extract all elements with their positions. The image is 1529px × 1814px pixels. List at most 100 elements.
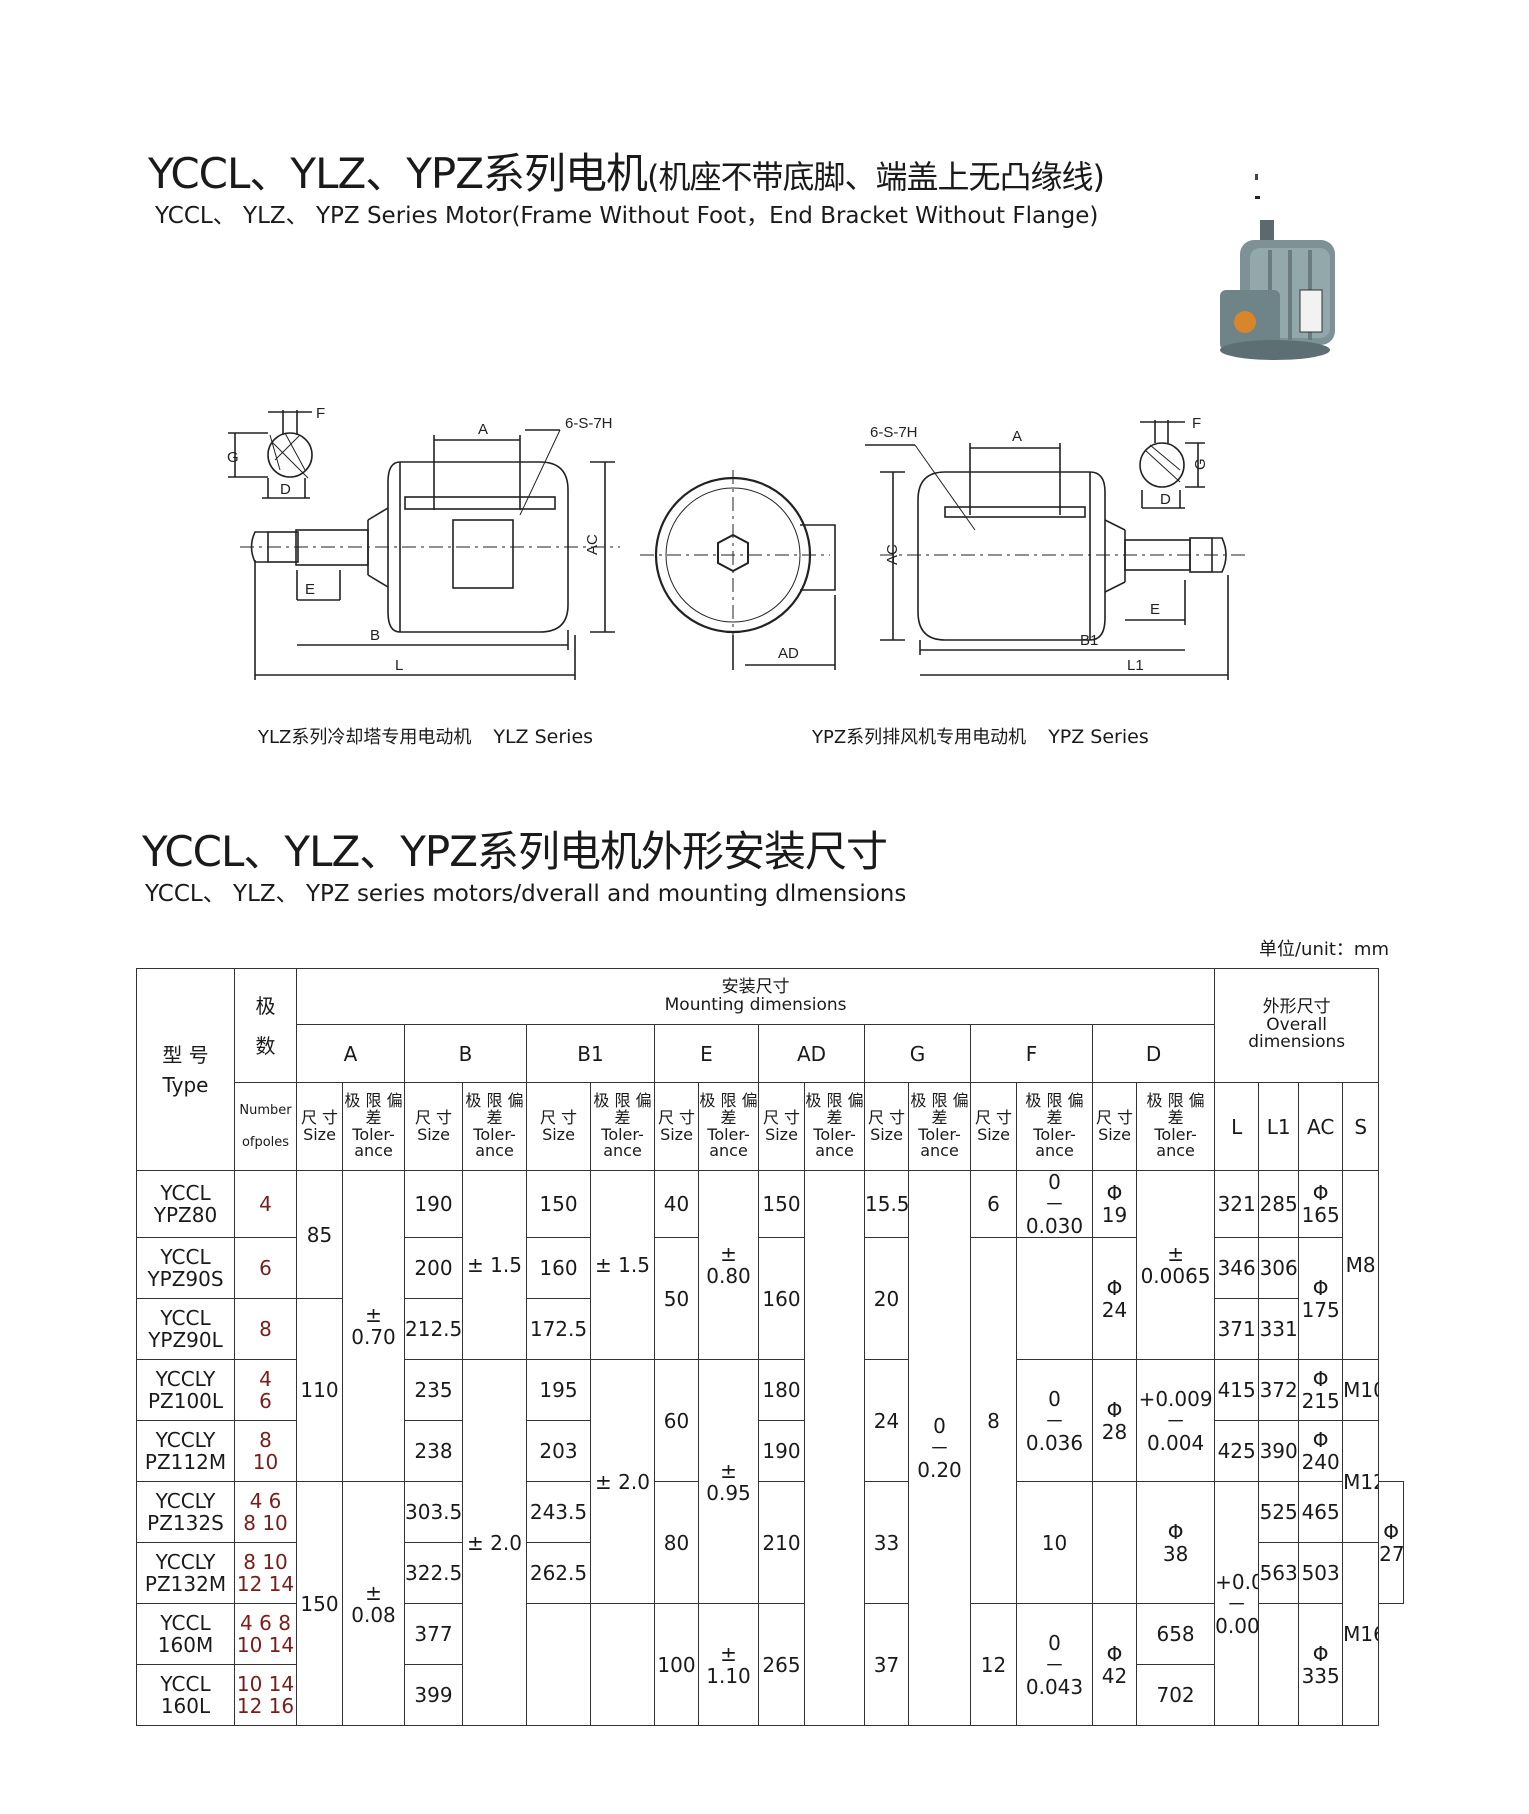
f-tol: 0－0.036 bbox=[1016, 1359, 1093, 1482]
b1-size: 172.5 bbox=[526, 1298, 591, 1360]
col-a: A bbox=[296, 1024, 405, 1083]
ac-cell: Φ275 bbox=[1378, 1481, 1404, 1604]
dimension-drawings: F G D A 6-S-7H AC E B L AD bbox=[227, 405, 1245, 680]
d-tol: ±0.0065 bbox=[1135, 1170, 1216, 1360]
label-ac: AC bbox=[584, 534, 601, 555]
label-a-right: A bbox=[1012, 428, 1022, 445]
f-tol bbox=[1092, 1481, 1137, 1604]
unit-label: 单位/unit：mm bbox=[1258, 939, 1389, 960]
ad-size: 210 bbox=[758, 1481, 805, 1604]
ad-size: 265 bbox=[758, 1603, 805, 1726]
section-subtitle: YCCL、 YLZ、 YPZ series motors/dverall and… bbox=[145, 881, 907, 907]
e-tol: ±0.95 bbox=[698, 1359, 759, 1604]
e-size: 60 bbox=[654, 1359, 699, 1482]
label-hole: 6-S-7H bbox=[565, 415, 613, 432]
s-cell: M10 bbox=[1342, 1359, 1380, 1421]
poles-cell: 8 bbox=[234, 1298, 297, 1360]
caption-ylz-en: YLZ Series bbox=[493, 726, 594, 748]
l1-cell: 372 bbox=[1258, 1359, 1300, 1421]
l-cell: 658 bbox=[1135, 1603, 1216, 1665]
col-g: G bbox=[864, 1024, 971, 1083]
b1-size: 243.5 bbox=[526, 1481, 591, 1543]
l1-cell: 331 bbox=[1258, 1298, 1300, 1360]
b1-size: 262.5 bbox=[526, 1542, 591, 1604]
motor-photo bbox=[1220, 174, 1335, 360]
a-size: 110 bbox=[296, 1298, 343, 1482]
f-tol: 0－0.043 bbox=[1016, 1603, 1093, 1726]
title-cn: YCCL、YLZ、YPZ系列电机 bbox=[148, 149, 648, 198]
caption-ylz-cn: YLZ系列冷却塔专用电动机 bbox=[258, 727, 472, 748]
label-ad: AD bbox=[778, 645, 799, 662]
b-size: 377 bbox=[404, 1603, 463, 1665]
caption-ylz: YLZ系列冷却塔专用电动机 YLZ Series bbox=[258, 723, 593, 749]
b1-size: 160 bbox=[526, 1237, 591, 1299]
label-e-right: E bbox=[1150, 601, 1160, 618]
l1-cell: 306 bbox=[1258, 1237, 1300, 1299]
label-d-right: D bbox=[1160, 491, 1171, 508]
b-size: 235 bbox=[404, 1359, 463, 1421]
end-view-drawing bbox=[640, 470, 836, 670]
col-d: D bbox=[1091, 1024, 1216, 1083]
b-tol: ± 1.5 bbox=[462, 1170, 527, 1360]
col-f: F bbox=[970, 1024, 1093, 1083]
g-tol: 0－0.20 bbox=[908, 1170, 971, 1726]
ad-size: 150 bbox=[758, 1170, 805, 1238]
b-size: 399 bbox=[404, 1664, 463, 1726]
a-size: 150 bbox=[296, 1481, 343, 1726]
g-size: 33 bbox=[864, 1481, 909, 1604]
b1-tol bbox=[590, 1603, 655, 1726]
d-tol: +0.018－0.002 bbox=[1214, 1481, 1260, 1726]
b1-size: 195 bbox=[526, 1359, 591, 1421]
section-title: YCCL、YLZ、YPZ系列电机外形安装尺寸 bbox=[142, 827, 888, 876]
col-l1: L1 bbox=[1258, 1082, 1300, 1171]
l1-cell: 503 bbox=[1298, 1542, 1344, 1604]
e-size: 100 bbox=[654, 1603, 699, 1726]
l-cell: 425 bbox=[1214, 1420, 1260, 1482]
ad-size: 160 bbox=[758, 1237, 805, 1360]
title-cn-paren: (机座不带底脚、端盖上无凸缘线) bbox=[647, 158, 1105, 196]
d-tol: +0.009－0.004 bbox=[1135, 1359, 1216, 1482]
label-l1-right: L1 bbox=[1127, 657, 1144, 674]
b-size: 190 bbox=[404, 1170, 463, 1238]
a-tol: ±0.70 bbox=[342, 1170, 405, 1482]
l-cell: 346 bbox=[1214, 1237, 1260, 1299]
b1-tol: ± 2.0 bbox=[590, 1359, 655, 1604]
f-tol bbox=[1016, 1237, 1093, 1360]
label-ac-right: AC bbox=[884, 544, 901, 565]
e-size: 50 bbox=[654, 1237, 699, 1360]
col-ad: AD bbox=[758, 1024, 865, 1083]
b1-size: 203 bbox=[526, 1420, 591, 1482]
g-size: 15.5 bbox=[864, 1170, 909, 1238]
poles-header-cn: 极数 bbox=[234, 968, 297, 1083]
ypz-labels: 6-S-7H A F G D AC E B1 L1 bbox=[870, 415, 1209, 674]
col-e: E bbox=[654, 1024, 759, 1083]
e-tol: ±1.10 bbox=[698, 1603, 759, 1726]
label-g: G bbox=[227, 449, 239, 466]
